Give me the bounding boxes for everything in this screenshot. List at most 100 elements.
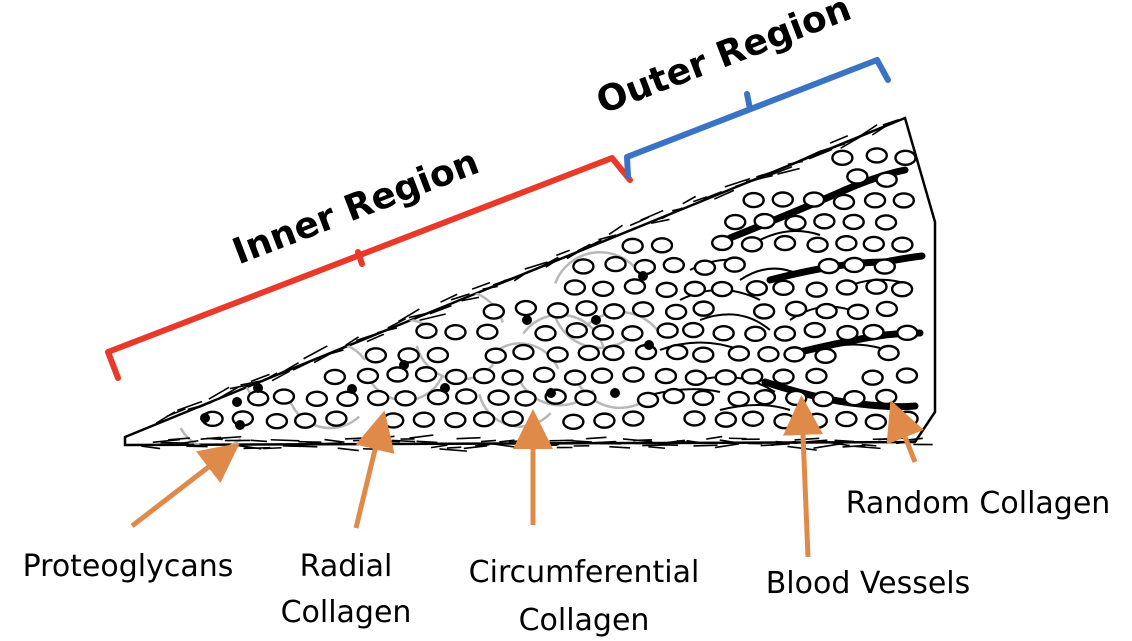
base-fiber [288, 446, 317, 447]
collagen-ring [575, 391, 595, 405]
collagen-ring [814, 214, 834, 228]
collagen-ring [474, 412, 494, 426]
collagen-ring [657, 283, 677, 297]
base-fiber [447, 447, 461, 448]
proteoglycan-dot [610, 388, 620, 398]
proteoglycan-dot [347, 384, 357, 394]
collagen-ring [807, 283, 827, 297]
collagen-ring [716, 370, 736, 384]
base-fiber [509, 441, 525, 442]
collagen-ring [844, 258, 864, 272]
proteoglycan-dot [591, 315, 601, 325]
collagen-ring [876, 390, 896, 404]
surface-fiber [683, 196, 696, 203]
base-fiber [475, 445, 489, 446]
proteoglycan-dot [235, 420, 245, 430]
circumferential-collagen-label-line2: Collagen [519, 603, 650, 638]
base-fiber [693, 445, 717, 446]
collagen-ring [366, 348, 386, 362]
collagen-ring [565, 280, 585, 294]
collagen-ring [844, 391, 864, 405]
collagen-ring [484, 305, 504, 319]
collagen-ring [666, 305, 686, 319]
collagen-ring [834, 195, 854, 209]
collagen-ring [804, 193, 824, 207]
collagen-ring [445, 413, 465, 427]
collagen-ring [865, 193, 885, 207]
collagen-ring [656, 369, 676, 383]
collagen-ring [836, 236, 856, 250]
collagen-ring [877, 173, 897, 187]
collagen-ring [895, 151, 915, 165]
collagen-ring [274, 390, 294, 404]
collagen-ring [446, 370, 466, 384]
collagen-ring [775, 236, 795, 250]
collagen-ring [592, 369, 612, 383]
collagen-ring [489, 391, 509, 405]
base-fiber [853, 446, 880, 448]
collagen-ring [486, 349, 506, 363]
collagen-ring [267, 414, 287, 428]
collagen-ring [805, 323, 825, 337]
collagen-ring [474, 369, 494, 383]
proteoglycan-dot [200, 413, 210, 423]
proteoglycan-dot [522, 315, 532, 325]
collagen-ring [383, 413, 403, 427]
collagen-ring [683, 323, 703, 337]
collagen-ring [836, 412, 856, 426]
collagen-ring [577, 301, 597, 315]
collagen-ring [606, 257, 626, 271]
collagen-ring [744, 193, 764, 207]
collagen-ring [623, 412, 643, 426]
base-fiber [609, 447, 630, 448]
collagen-ring [712, 236, 732, 250]
collagen-ring [848, 305, 868, 319]
collagen-ring [664, 389, 684, 403]
collagen-ring [325, 370, 345, 384]
collagen-ring [897, 326, 917, 340]
collagen-ring [693, 391, 713, 405]
collagen-ring [725, 258, 745, 272]
collagen-ring [534, 368, 554, 382]
collagen-ring [712, 282, 732, 296]
collagen-ring [503, 370, 523, 384]
collagen-ring [879, 346, 899, 360]
collagen-ring [755, 214, 775, 228]
base-fiber [633, 440, 652, 441]
proteoglycan-dot [253, 383, 263, 393]
collagen-ring [806, 369, 826, 383]
base-fiber [417, 441, 438, 442]
collagen-ring [368, 391, 388, 405]
collagen-ring [652, 238, 672, 252]
meniscus-wedge [125, 118, 935, 451]
blood-vessels-label: Blood Vessels [766, 566, 971, 601]
proteoglycan-dot [440, 383, 450, 393]
collagen-ring [456, 389, 476, 403]
collagen-ring [894, 193, 914, 207]
collagen-ring [658, 324, 678, 338]
collagen-ring [567, 323, 587, 337]
base-fiber [439, 449, 466, 451]
collagen-ring [633, 302, 653, 316]
collagen-ring [548, 348, 568, 362]
base-fiber [318, 443, 342, 444]
collagen-ring [295, 414, 315, 428]
collagen-ring [685, 282, 705, 296]
proteoglycan-dot [638, 271, 648, 281]
collagen-ring [892, 282, 912, 296]
collagen-ring [755, 390, 775, 404]
collagen-ring [832, 151, 852, 165]
collagen-ring [867, 148, 887, 162]
base-fiber [659, 444, 679, 445]
collagen-ring [513, 345, 533, 359]
collagen-ring [604, 304, 624, 318]
base-fiber [271, 440, 300, 441]
collagen-ring [623, 368, 643, 382]
collagen-ring [428, 348, 448, 362]
collagen-ring [837, 326, 857, 340]
proteoglycan-dot [232, 397, 242, 407]
collagen-ring [399, 348, 419, 362]
base-fiber [715, 444, 739, 448]
base-fiber [456, 438, 480, 439]
